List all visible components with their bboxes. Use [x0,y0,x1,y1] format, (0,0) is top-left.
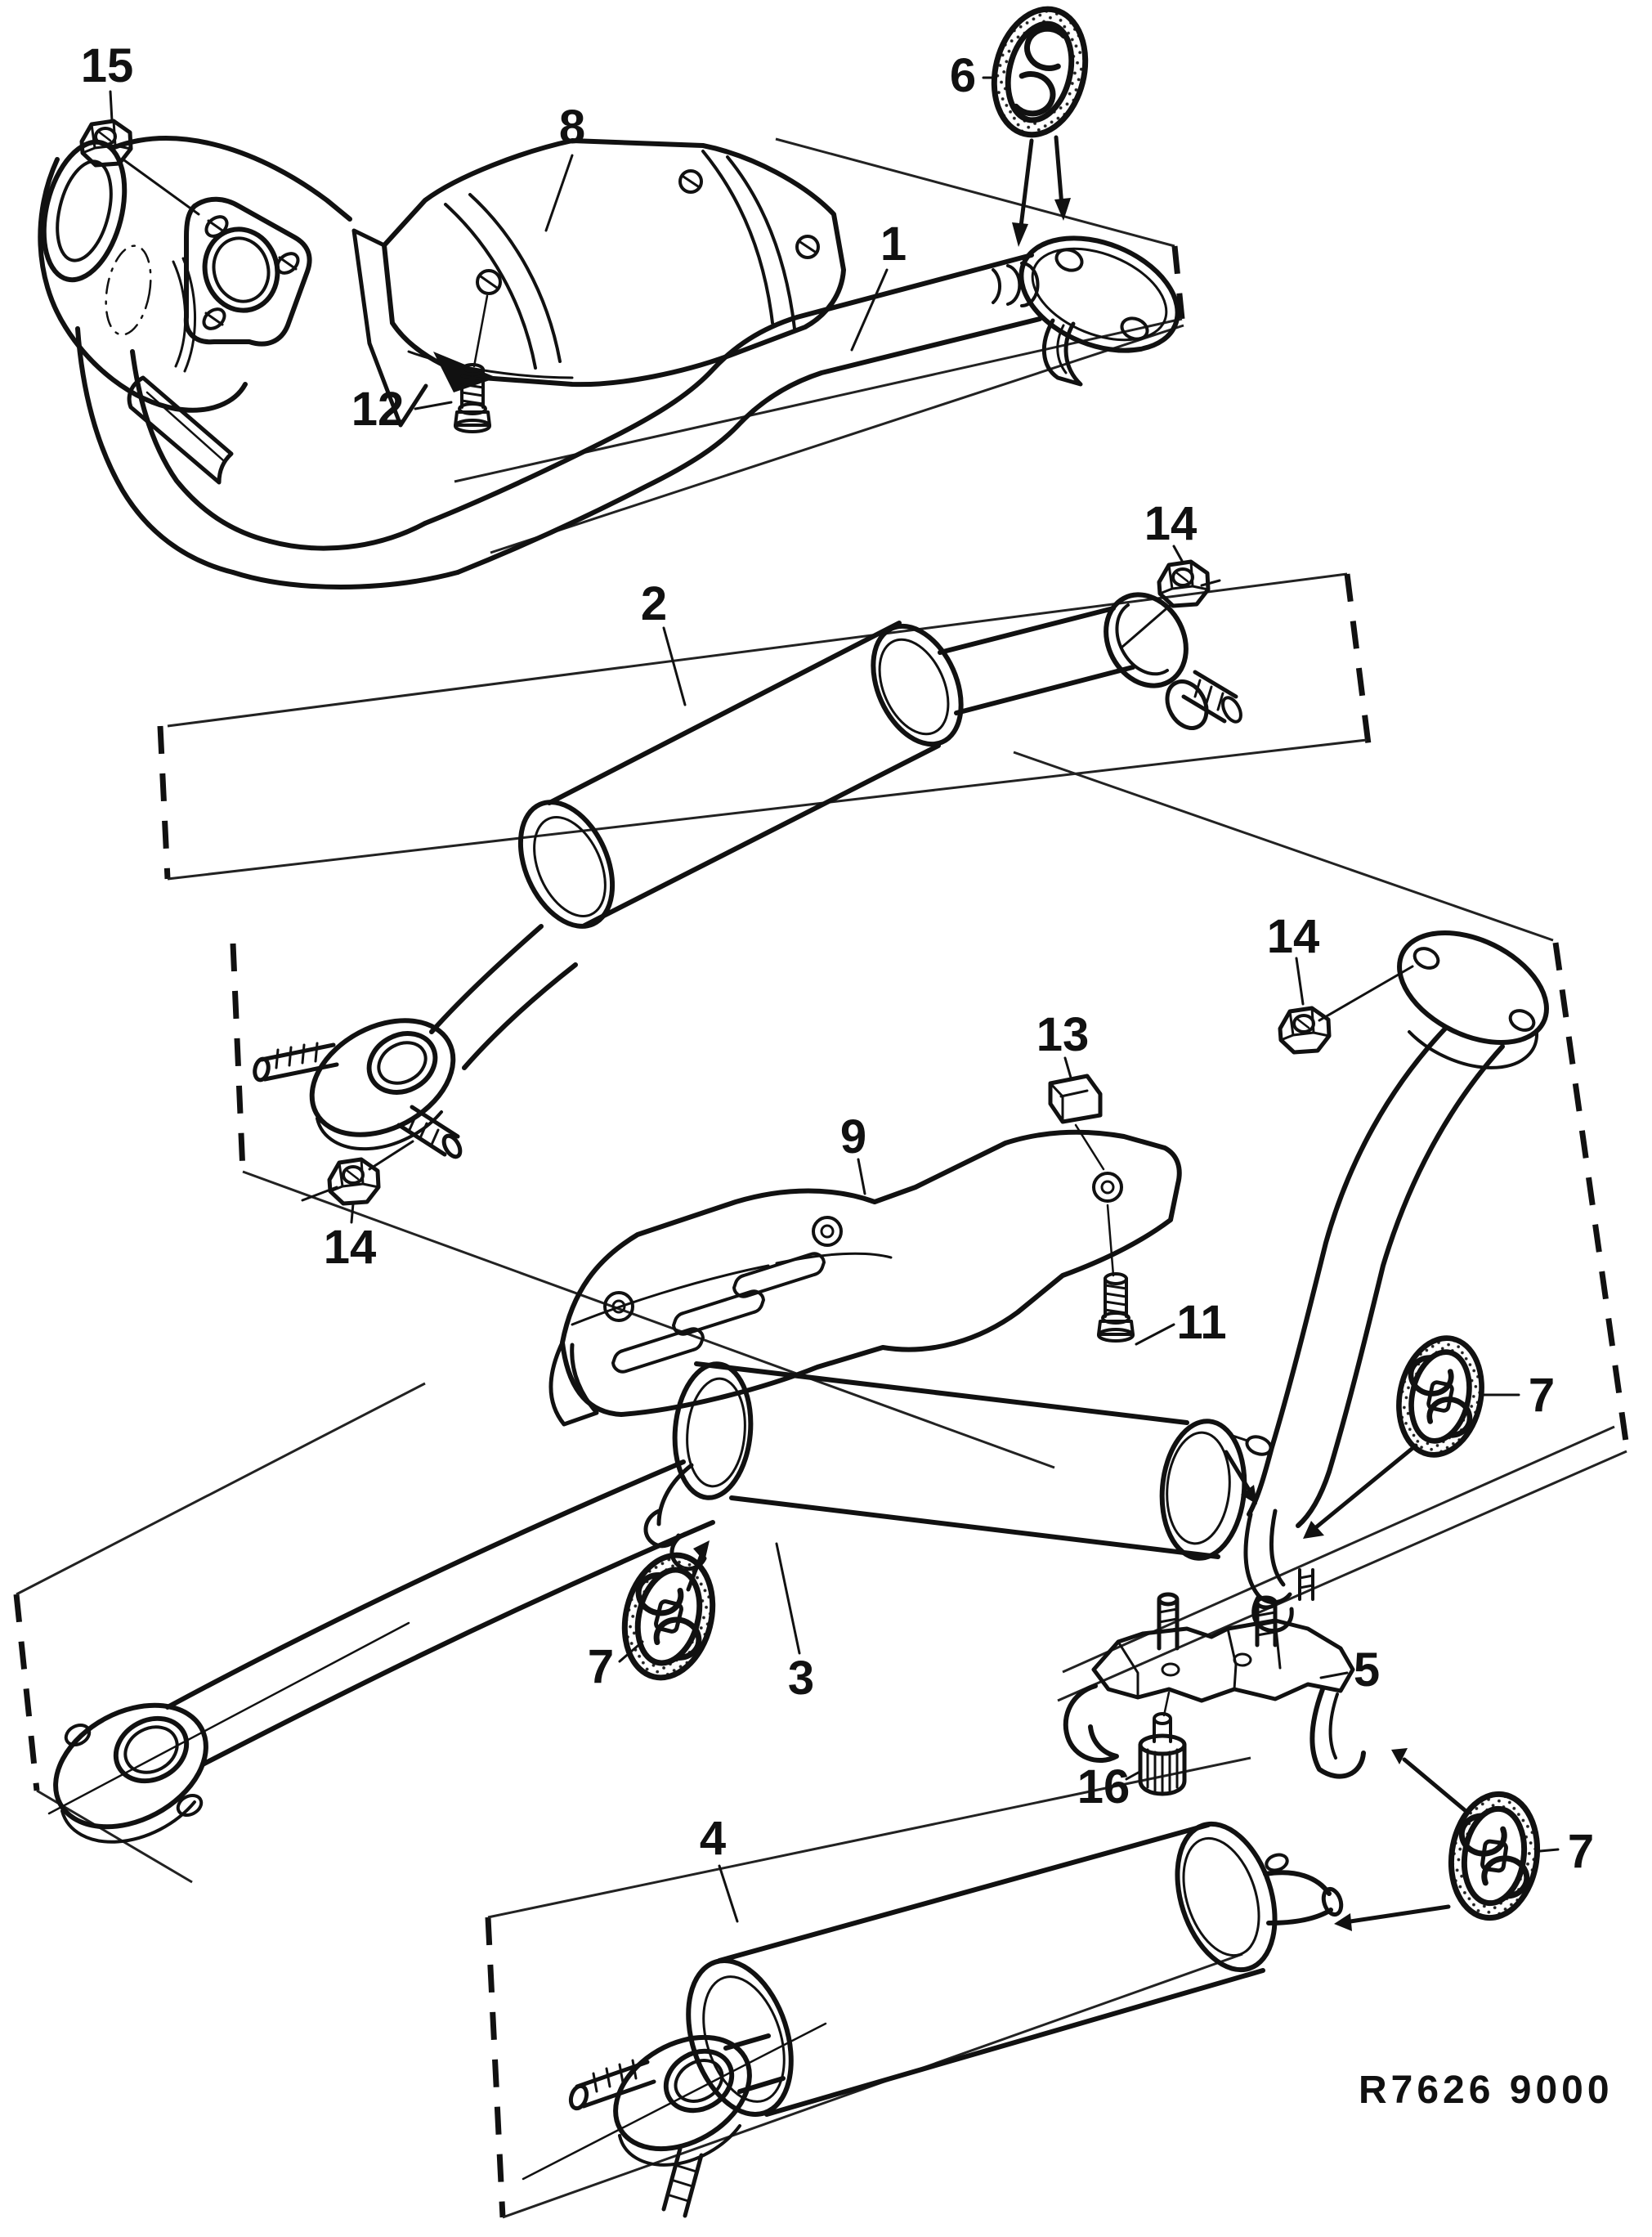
callout-13: 13 [1036,1008,1090,1061]
inlet-flange-nut [329,1159,378,1204]
callout-5: 5 [1354,1643,1380,1697]
rubber-hanger-rear [1444,1789,1545,1924]
rubber-hanger-front-pipe [991,6,1089,138]
shield-holes [603,1172,1123,1322]
front-muffler [253,592,1242,1159]
outlet-clamp-nut [1159,562,1208,606]
front-heat-shield-screw [454,363,491,433]
centre-section-tailpipe [1231,930,1549,1528]
callout-7c: 7 [1568,1825,1594,1878]
callout-2: 2 [641,577,667,630]
shield-ridges [611,1252,826,1374]
hanger-install-arrows [1012,135,1071,247]
callout-3: 3 [788,1652,814,1705]
group-panel-rear-muffler [485,1756,1251,2219]
callout-14b: 14 [324,1221,377,1274]
centre-muffler-section [47,1361,1294,1844]
callout-1: 1 [880,217,907,271]
callout-7a: 7 [588,1640,614,1693]
callout-11: 11 [1176,1296,1226,1349]
callout-7b: 7 [1529,1369,1555,1422]
screw-guide-line [472,294,489,368]
tailpipe-flange-nut [1280,1008,1329,1052]
reference-code: R7626 9000 [1359,2069,1614,2112]
centre-heat-shield [548,1129,1182,1427]
callout-16: 16 [1077,1760,1130,1813]
rear-muffler-inlet-flange [522,2022,827,2218]
callout-8: 8 [559,101,585,154]
front-pipe-rear-flange [992,235,1180,387]
heat-shield-clip-nut [1048,1074,1105,1171]
callout-14c: 14 [1267,910,1320,963]
group-panel-centre-section [13,751,1630,1884]
rear-muffler [522,1821,1344,2218]
leader-lines [109,76,1560,1923]
rubber-hanger-centre-left [612,1546,725,1688]
rubber-hanger-centre-right [1389,1330,1493,1463]
flange-bolt-holes [202,215,300,330]
front-exhaust-pipe [38,136,1180,590]
callout-4: 4 [700,1812,726,1865]
callout-15: 15 [81,39,134,92]
centre-heat-shield-screw [1097,1204,1135,1343]
callout-14a: 14 [1144,497,1198,550]
callout-12: 12 [351,383,405,436]
bracket-knurled-nut [1138,1691,1187,1796]
outlet-clamp [1104,592,1242,730]
callout-6: 6 [950,49,976,102]
hanger-arrows [686,1443,1467,1931]
front-heat-shield [351,138,846,428]
inlet-flange [253,1018,463,1159]
callout-9: 9 [840,1110,866,1163]
rear-hanger-bracket [1063,1568,1366,1779]
rear-fork-hanger [1243,1509,1294,1633]
